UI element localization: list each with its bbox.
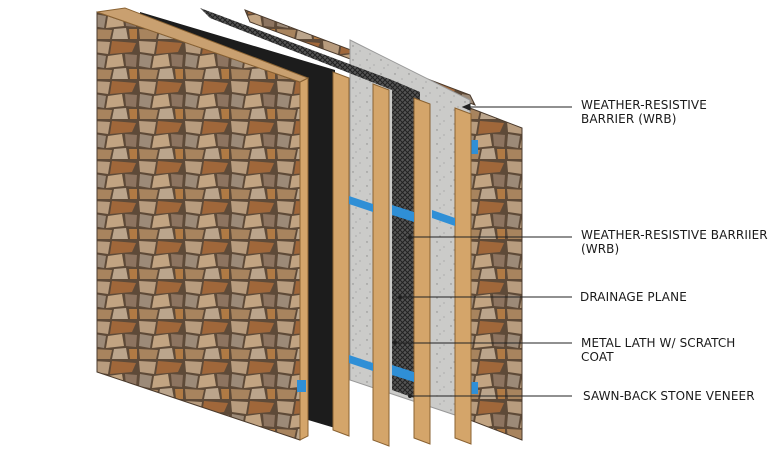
label-line: WEATHER-RESISTIVE BARRIIER	[581, 228, 768, 242]
label-line: METAL LATH W/ SCRATCH	[581, 336, 736, 350]
label-line: (WRB)	[581, 242, 620, 256]
label-line: WEATHER-RESISTIVE	[581, 98, 707, 112]
blue-tape	[468, 140, 478, 154]
label-line: BARRIER (WRB)	[581, 112, 677, 126]
label-line: COAT	[581, 350, 614, 364]
label-metal-lath: METAL LATH W/ SCRATCH COAT	[581, 336, 735, 364]
label-wrb-top: WEATHER-RESISTIVE BARRIER (WRB)	[581, 98, 707, 126]
blue-tapes	[349, 196, 455, 382]
label-wrb: WEATHER-RESISTIVE BARRIIER (WRB)	[581, 228, 768, 256]
metal-lath-top	[200, 8, 392, 90]
label-line: DRAINAGE PLANE	[580, 290, 687, 304]
label-stone-veneer: SAWN-BACK STONE VENEER	[583, 389, 755, 403]
leader-lines	[393, 103, 572, 398]
metal-lath	[392, 80, 420, 400]
wood-studs	[332, 71, 472, 447]
back-stone-veneer	[468, 107, 523, 441]
blue-tape	[468, 382, 478, 394]
label-drainage-plane: DRAINAGE PLANE	[580, 290, 687, 304]
front-stone-veneer	[96, 7, 310, 441]
label-line: SAWN-BACK STONE VENEER	[583, 389, 755, 403]
